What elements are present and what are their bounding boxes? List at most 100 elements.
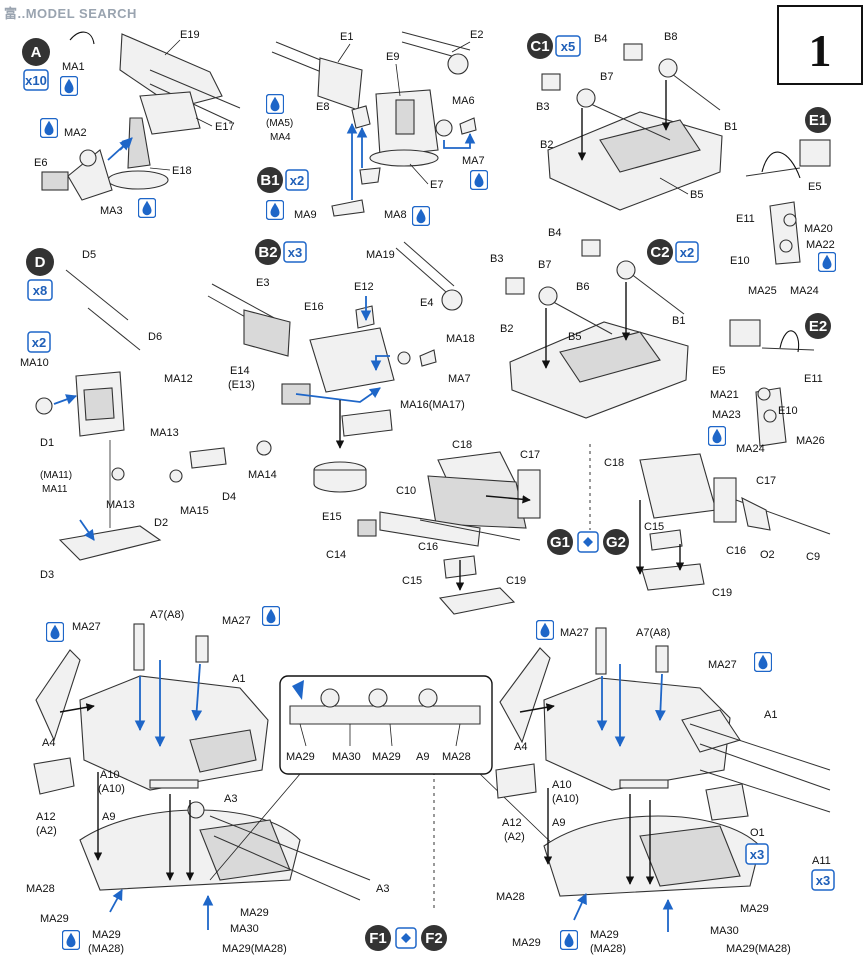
section-a: A x10 E19 MA1 MA2 MA3 E6 E17 E18 <box>22 29 241 218</box>
detail-callout: MA29 MA30 MA29 A9 MA28 <box>209 675 591 881</box>
label-ma27c: MA27 <box>560 627 589 639</box>
label-ma28b: MA28 <box>442 751 471 763</box>
turret-f1: MA27 A7(A8) MA27 A1 A4 A10 (A10) A3 A12 … <box>26 606 389 955</box>
label-a9c: A9 <box>552 817 565 829</box>
label-c17: C17 <box>520 449 540 461</box>
badge-c1: C1 <box>530 38 549 55</box>
label-a9: A9 <box>102 811 115 823</box>
label-b5b: B5 <box>568 331 581 343</box>
label-a2: (A2) <box>36 825 57 837</box>
label-ma26: MA26 <box>796 435 825 447</box>
label-c19b: C19 <box>712 587 732 599</box>
brush-icon <box>292 680 304 700</box>
drop-icon <box>536 620 554 640</box>
drop-icon <box>708 426 726 446</box>
label-b3b: B3 <box>490 253 503 265</box>
label-a3: A3 <box>224 793 237 805</box>
label-ma23: MA23 <box>712 409 741 421</box>
label-e9: E9 <box>386 51 399 63</box>
diamond-arrows-icon <box>583 537 593 547</box>
label-e1: E1 <box>340 31 353 43</box>
label-e11b: E11 <box>804 373 823 385</box>
label-e6: E6 <box>34 157 47 169</box>
label-o2: O2 <box>760 549 775 561</box>
section-b1: B1 x2 E1 E2 E9 E8 (MA5) MA4 <box>257 29 488 226</box>
label-e3: E3 <box>256 277 269 289</box>
label-ma25: MA25 <box>748 285 777 297</box>
label-ma5: (MA5) <box>266 118 293 129</box>
drop-icon <box>266 94 284 114</box>
section-c1: C1 x5 B4 B8 B3 B7 B1 B2 B5 <box>527 31 737 211</box>
label-e15: E15 <box>322 511 342 523</box>
label-b6: B6 <box>576 281 589 293</box>
badge-b2: B2 <box>258 244 277 261</box>
label-ma3: MA3 <box>100 205 123 217</box>
label-d6: D6 <box>148 331 162 343</box>
mult-a: x10 <box>25 73 47 88</box>
label-ma1: MA1 <box>62 61 85 73</box>
label-ma7: MA7 <box>462 155 485 167</box>
section-e1: E1 E5 E11 MA20 MA22 E10 MA25 MA24 <box>730 107 836 297</box>
drop-icon <box>46 622 64 642</box>
section-c2: C2 x2 B4 B3 B7 B6 B1 B2 B5 <box>490 227 699 419</box>
label-ma28p: (MA28) <box>88 943 124 955</box>
label-c15b: C15 <box>644 521 664 533</box>
label-a10b: A10 <box>552 779 572 791</box>
badge-e2: E2 <box>809 318 827 335</box>
label-ma10: MA10 <box>20 357 49 369</box>
badge-f1: F1 <box>369 930 387 947</box>
label-ma9: MA9 <box>294 209 317 221</box>
drop-icon <box>266 200 284 220</box>
label-c18b: C18 <box>604 457 624 469</box>
drop-icon <box>60 76 78 96</box>
label-ma29-28b: MA29(MA28) <box>726 943 791 955</box>
section-c-right: C18 C17 C15 C16 O2 C9 C19 <box>604 453 831 599</box>
label-ma29f: MA29 <box>740 903 769 915</box>
label-b4b: B4 <box>548 227 561 239</box>
label-e8: E8 <box>316 101 329 113</box>
section-e2: E2 E5 E11 MA21 E10 MA23 MA26 MA24 <box>708 313 831 455</box>
label-e12: E12 <box>354 281 374 293</box>
label-ma29: MA29 <box>240 907 269 919</box>
label-ma15: MA15 <box>180 505 209 517</box>
label-c17b: C17 <box>756 475 776 487</box>
label-e14: E14 <box>230 365 250 377</box>
label-ma12: MA12 <box>164 373 193 385</box>
label-e7: E7 <box>430 179 443 191</box>
label-ma11: MA11 <box>42 484 68 495</box>
label-ma16: MA16(MA17) <box>400 399 465 411</box>
label-a11: A11 <box>812 855 831 867</box>
turret-f2: x3 x3 MA27 A7(A8) MA27 A1 A4 A10 (A10) A… <box>495 620 835 955</box>
label-a10: A10 <box>100 769 120 781</box>
label-c18: C18 <box>452 439 472 451</box>
label-e5b: E5 <box>712 365 725 377</box>
label-d2: D2 <box>154 517 168 529</box>
badge-b1: B1 <box>260 172 279 189</box>
label-ma28c: MA28 <box>496 891 525 903</box>
mult-d-sub: x2 <box>32 335 46 350</box>
badge-f2: F2 <box>425 930 443 947</box>
badge-a: A <box>31 44 42 61</box>
label-a10p: (A10) <box>98 783 125 795</box>
label-ma30c: MA30 <box>710 925 739 937</box>
mult-b2: x3 <box>288 245 302 260</box>
mult-c2: x2 <box>680 245 694 260</box>
label-a12b: A12 <box>502 817 522 829</box>
label-a7b: A7(A8) <box>636 627 670 639</box>
section-d: D x8 x2 D5 D6 MA10 MA12 MA13 D1 MA14 (MA… <box>20 248 277 581</box>
label-ma11-alt: (MA11) <box>40 470 72 481</box>
label-b1b: B1 <box>672 315 685 327</box>
label-e4: E4 <box>420 297 433 309</box>
label-ma14: MA14 <box>248 469 277 481</box>
label-ma4: MA4 <box>270 132 291 143</box>
step-number-box: 1 <box>777 5 863 85</box>
label-b4: B4 <box>594 33 607 45</box>
diamond-arrows-icon <box>401 933 411 943</box>
label-e13: (E13) <box>228 379 255 391</box>
label-ma18: MA18 <box>446 333 475 345</box>
label-b1: B1 <box>724 121 737 133</box>
label-ma29-28: MA29(MA28) <box>222 943 287 955</box>
label-ma28pb: (MA28) <box>590 943 626 955</box>
label-d3: D3 <box>40 569 54 581</box>
